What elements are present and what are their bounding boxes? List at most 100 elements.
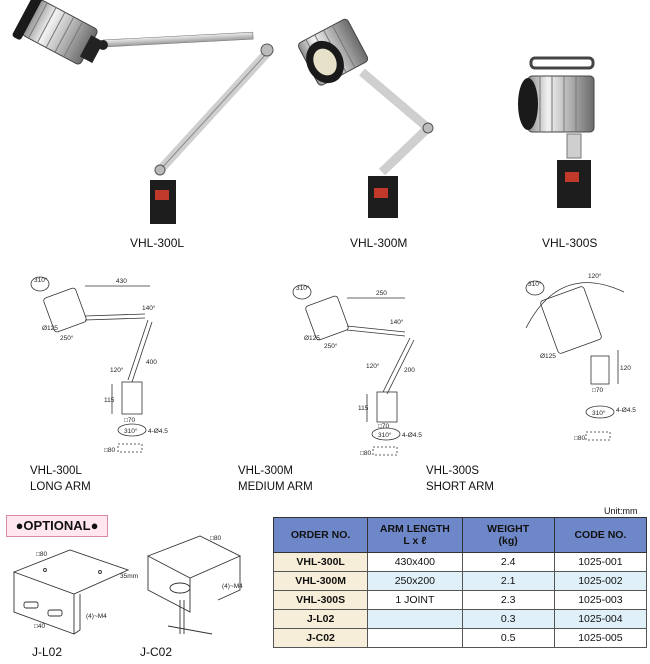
row-order: J-L02	[272, 609, 369, 629]
dim-s-rot: 310°	[528, 280, 542, 288]
row-arm	[367, 609, 463, 629]
drawing-arm-300s: SHORT ARM	[426, 481, 494, 493]
table-row: VHL-300M 250x200 2.1 1025-002	[272, 571, 648, 591]
drawing-model-300l: VHL-300L	[30, 465, 82, 477]
optional-drawings: □80 □40 (4)~M4 □80 35mm (4)~M4	[12, 535, 243, 635]
lamp-photo-300m	[297, 18, 434, 218]
row-code: 1025-003	[553, 590, 648, 610]
header-order-no: ORDER NO.	[272, 517, 369, 553]
drawing-300l	[30, 276, 153, 453]
dim-s-holes: 4-Ø4.5	[616, 407, 636, 414]
row-order: VHL-300M	[272, 571, 369, 591]
dim-s-angle: 120°	[588, 272, 602, 280]
header-code-no: CODE NO.	[553, 517, 648, 553]
product-photos	[12, 0, 595, 224]
jc02-caption: J-C02	[140, 645, 173, 659]
row-order: VHL-300L	[272, 552, 369, 572]
dim-s-height: 120	[620, 365, 631, 372]
jl02-caption: J-L02	[32, 645, 63, 659]
dim-l-base-angle: 120°	[110, 366, 124, 374]
dim-l-mount: □80	[104, 447, 116, 454]
optional-title: ●OPTIONAL●	[6, 515, 108, 537]
drawing-arm-300m: MEDIUM ARM	[238, 481, 313, 493]
dim-l-joint: 140°	[142, 304, 156, 312]
dim-m-mount: □80	[360, 450, 372, 457]
photo-caption-300s: VHL-300S	[542, 236, 598, 250]
dim-m-joint: 140°	[390, 318, 404, 326]
header-arm-length-sub: L x ℓ	[403, 535, 427, 547]
dim-s-base-w: □70	[592, 387, 604, 394]
dim-m-width: 250	[376, 290, 387, 297]
drawing-caption-300l: VHL-300L LONG ARM	[30, 463, 91, 495]
row-code: 1025-005	[553, 628, 648, 648]
drawing-model-300s: VHL-300S	[426, 465, 480, 477]
row-weight: 0.5	[461, 628, 555, 648]
dim-l-base-h: 115	[104, 397, 115, 404]
drawing-300m	[292, 284, 415, 456]
table-row: J-L02 0.3 1025-004	[272, 609, 648, 629]
dim-l-rot: 310°	[34, 276, 48, 284]
dim-l-base-w: □70	[124, 417, 136, 424]
drawing-arm-300l: LONG ARM	[30, 481, 91, 493]
header-weight-title: WEIGHT	[487, 523, 530, 535]
dim-l-base-rot: 310°	[124, 427, 138, 435]
dim-l-holes: 4-Ø4.5	[148, 428, 168, 435]
table-row: J-C02 0.5 1025-005	[272, 628, 648, 648]
dim-m-head-angle: 250°	[324, 342, 338, 350]
spec-table-header: ORDER NO. ARM LENGTH L x ℓ WEIGHT (kg) C…	[272, 517, 648, 553]
row-order: J-C02	[272, 628, 369, 648]
row-code: 1025-001	[553, 552, 648, 572]
dim-m-rot: 310°	[296, 284, 310, 292]
dim-m-base-rot: 310°	[378, 431, 392, 439]
row-weight: 0.3	[461, 609, 555, 629]
header-arm-length-title: ARM LENGTH	[379, 523, 450, 535]
row-arm: 430x400	[367, 552, 463, 572]
jl02-bottom-dim: □40	[34, 623, 46, 630]
dim-l-head-angle: 250°	[60, 334, 74, 342]
dim-s-base-rot: 310°	[592, 409, 606, 417]
unit-label: Unit:mm	[604, 506, 638, 516]
drawing-caption-300s: VHL-300S SHORT ARM	[426, 463, 494, 495]
row-code: 1025-004	[553, 609, 648, 629]
dim-m-arm-len: 200	[404, 367, 415, 374]
row-order: VHL-300S	[272, 590, 369, 610]
dim-m-base-h: 115	[358, 405, 369, 412]
clamp-jc02-drawing	[146, 535, 242, 635]
drawing-model-300m: VHL-300M	[238, 465, 293, 477]
lamp-photo-300s	[518, 56, 595, 208]
drawing-300s	[525, 280, 625, 441]
row-arm	[367, 628, 463, 648]
jc02-height-dim: 35mm	[120, 573, 138, 580]
dim-m-base-angle: 120°	[366, 362, 380, 370]
jc02-screw-dim: (4)~M4	[222, 583, 243, 590]
header-arm-length: ARM LENGTH L x ℓ	[367, 517, 463, 553]
lamp-photo-300l	[12, 0, 274, 224]
dim-m-head-dia: Ø125	[304, 335, 320, 342]
dim-l-width: 430	[116, 278, 127, 285]
dim-m-holes: 4-Ø4.5	[402, 432, 422, 439]
jc02-top-dim: □80	[210, 535, 222, 542]
drawing-caption-300m: VHL-300M MEDIUM ARM	[238, 463, 313, 495]
spec-table: ORDER NO. ARM LENGTH L x ℓ WEIGHT (kg) C…	[272, 517, 648, 648]
jl02-screw-dim: (4)~M4	[86, 613, 107, 620]
row-weight: 2.3	[461, 590, 555, 610]
dimension-drawings: 310° 430 Ø125 250° 140° 400 120° 115 □70…	[30, 272, 636, 457]
header-weight: WEIGHT (kg)	[461, 517, 555, 553]
row-code: 1025-002	[553, 571, 648, 591]
bracket-jl02-drawing	[12, 549, 130, 635]
row-arm: 1 JOINT	[367, 590, 463, 610]
jl02-top-dim: □80	[36, 551, 48, 558]
dim-m-base-w: □70	[378, 423, 390, 430]
table-row: VHL-300S 1 JOINT 2.3 1025-003	[272, 590, 648, 610]
table-row: VHL-300L 430x400 2.4 1025-001	[272, 552, 648, 572]
row-weight: 2.4	[461, 552, 555, 572]
photo-caption-300m: VHL-300M	[350, 236, 408, 250]
photo-caption-300l: VHL-300L	[130, 236, 185, 250]
row-weight: 2.1	[461, 571, 555, 591]
dim-l-arm-len: 400	[146, 359, 157, 366]
header-weight-unit: (kg)	[498, 535, 518, 547]
row-arm: 250x200	[367, 571, 463, 591]
dim-s-mount: □80	[574, 435, 586, 442]
dim-s-head-dia: Ø125	[540, 353, 556, 360]
dim-l-head-dia: Ø125	[42, 325, 58, 332]
